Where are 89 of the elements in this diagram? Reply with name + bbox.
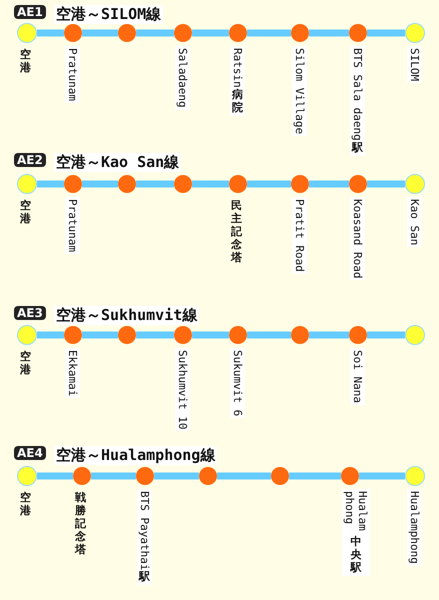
terminal-circle (405, 325, 425, 345)
station-name: 空港 (19, 198, 32, 227)
station-circle (291, 175, 309, 193)
station-name: BTS Payathai 駅 (137, 489, 152, 586)
station-circle (136, 467, 154, 485)
route-title: 空港～Sukhumvit線 (54, 306, 200, 325)
route-line (247, 180, 291, 188)
station-circle (73, 467, 91, 485)
route-line (367, 30, 405, 36)
route-title: 空港～SILOM線 (54, 5, 164, 24)
station-name: Saladaeng (175, 46, 190, 110)
route-code: AE4 (14, 446, 46, 460)
route-line (217, 472, 271, 480)
station-circle (64, 24, 82, 42)
station-circle (174, 175, 192, 193)
terminal-circle (405, 23, 425, 43)
station-circle (349, 326, 367, 344)
route-line (154, 472, 199, 480)
route-line (37, 332, 64, 338)
station-name: 民主記念塔 (230, 198, 243, 266)
route-line (136, 332, 174, 338)
station-circle (64, 326, 82, 344)
station-circle (118, 326, 136, 344)
station-name: Sukhumvit 10 (175, 348, 190, 432)
route-line (136, 180, 174, 188)
route-line (289, 472, 341, 480)
station-name: Silom Village (292, 46, 307, 136)
station-name: 空港 (19, 490, 32, 519)
terminal-circle (17, 174, 37, 194)
station-name: 空港 (19, 349, 32, 378)
station-circle (174, 326, 192, 344)
station-circle (349, 24, 367, 42)
station-circle (291, 24, 309, 42)
route-line (247, 332, 291, 338)
station-name: Kao San (407, 197, 422, 248)
route-line (82, 332, 118, 338)
station-name: Pratunam (65, 46, 80, 103)
station-circle (271, 467, 289, 485)
station-circle (174, 24, 192, 42)
station-circle (229, 175, 247, 193)
route-line (309, 332, 349, 338)
station-name: Pratunam (65, 197, 80, 254)
station-name: 戦勝記念塔 (74, 490, 87, 558)
station-name: Hualamphong 中央駅 (342, 489, 370, 576)
station-name: Soi Nana (350, 348, 365, 405)
terminal-circle (405, 174, 425, 194)
terminal-circle (405, 466, 425, 486)
route-line (82, 180, 118, 188)
station-name: Ratsin 病院 (230, 46, 245, 116)
route-code: AE2 (14, 153, 46, 167)
station-circle (199, 467, 217, 485)
route-line (37, 30, 64, 36)
station-name: Sukumvit 6 (230, 348, 245, 418)
route-line (367, 332, 405, 338)
station-name: 空港 (19, 47, 32, 76)
terminal-circle (17, 325, 37, 345)
station-circle (229, 326, 247, 344)
station-circle (64, 175, 82, 193)
route-line (37, 180, 64, 188)
route-line (247, 30, 291, 36)
route-line (192, 332, 229, 338)
station-circle (349, 175, 367, 193)
station-circle (118, 24, 136, 42)
route-line (37, 472, 73, 480)
station-circle (291, 326, 309, 344)
terminal-circle (17, 23, 37, 43)
station-name: Ekkamai (65, 348, 80, 398)
route-title: 空港～Kao San線 (54, 153, 182, 172)
route-line (82, 30, 118, 36)
route-line (136, 30, 174, 36)
route-line (91, 472, 136, 480)
route-line (367, 180, 405, 188)
route-line (309, 180, 349, 188)
station-circle (341, 467, 359, 485)
station-name: Pratit Road (292, 197, 307, 274)
station-circle (229, 24, 247, 42)
route-code: AE1 (14, 5, 46, 19)
station-circle (118, 175, 136, 193)
route-line (192, 180, 229, 188)
terminal-circle (17, 466, 37, 486)
route-line (309, 30, 349, 36)
station-name: Koasand Road (350, 197, 365, 280)
route-code: AE3 (14, 306, 46, 320)
route-title: 空港～Hualamphong線 (54, 446, 218, 465)
station-name: BTS Sala daeng 駅 (350, 46, 365, 156)
route-line (359, 472, 405, 480)
station-name: SILOM (407, 46, 422, 84)
route-line (192, 30, 229, 36)
station-name: Hualamphong (407, 489, 422, 566)
